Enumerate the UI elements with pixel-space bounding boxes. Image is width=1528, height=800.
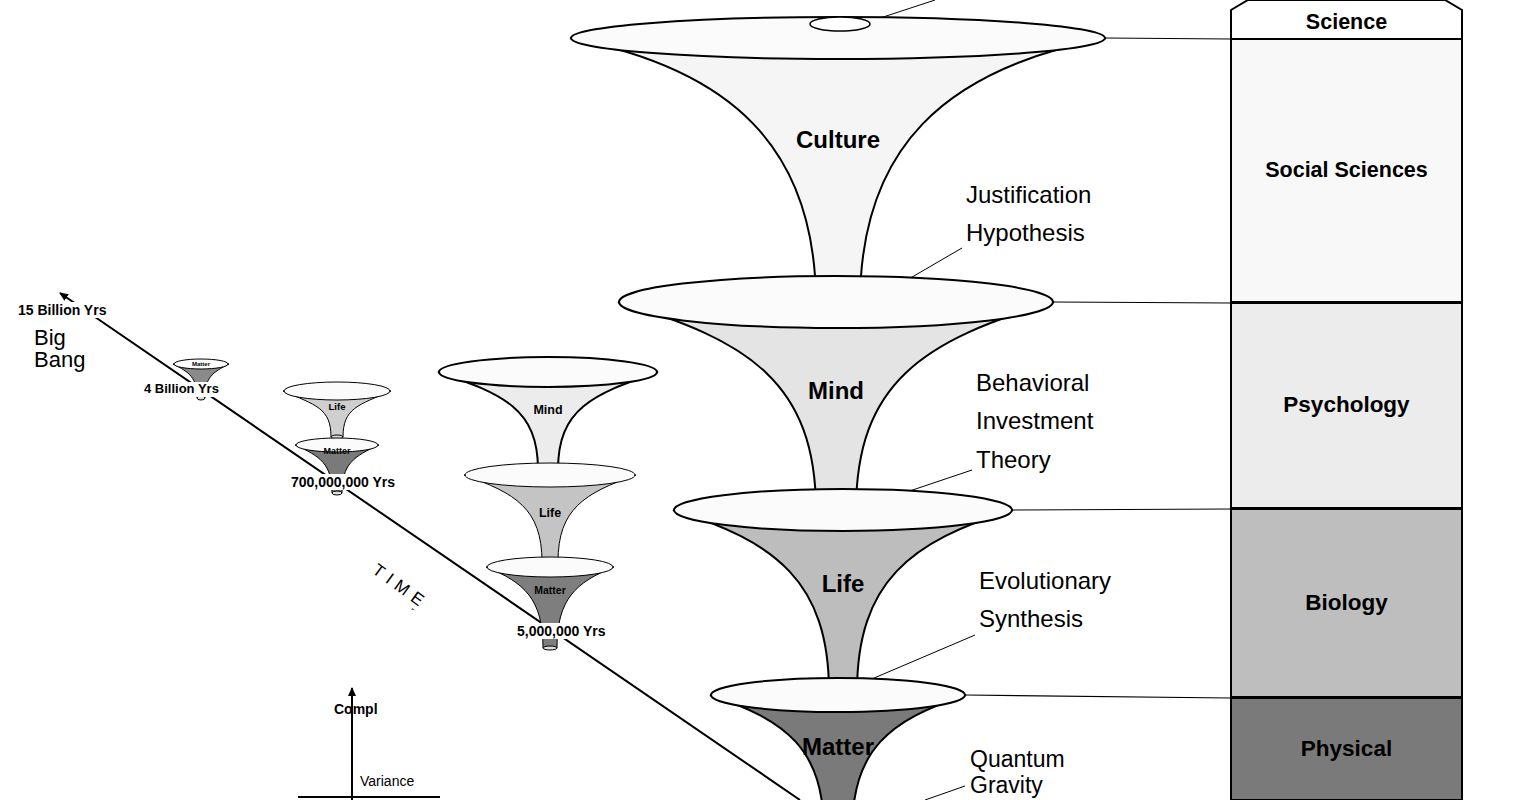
funnel-node: Life: [283, 381, 391, 441]
band-rect: [1231, 509, 1462, 697]
rim-connector: [966, 695, 1230, 698]
node-label: Life: [464, 506, 636, 520]
axis: [298, 796, 440, 798]
annotation-label: Justification Hypothesis: [966, 176, 1141, 253]
node-shape: [570, 16, 1106, 308]
funnel-node: Life: [673, 488, 1013, 696]
funnel-rim: [571, 17, 1105, 59]
funnel-body: [570, 38, 1106, 304]
funnel-stem: [543, 646, 557, 650]
science-band: Psychology: [1230, 302, 1463, 508]
annotation-label: 700,000,000 Yrs: [289, 474, 397, 490]
rim-connector: [1013, 509, 1230, 510]
node-label: Mind: [438, 403, 658, 417]
annotation-label: 15 Billion Yrs: [16, 302, 108, 318]
annotation-label: Big Bang: [34, 327, 104, 371]
funnel-body: [673, 510, 1013, 692]
funnel-node: Mind: [438, 356, 658, 474]
funnel-body: [486, 567, 614, 648]
axis: [351, 688, 353, 800]
annotation-label: Compl: [334, 702, 348, 717]
node-label: Life: [673, 570, 1013, 598]
funnel-rim: [711, 678, 965, 712]
annotation-label: Variance: [360, 773, 414, 789]
funnel-rim: [284, 382, 390, 400]
band-roof: [1231, 0, 1462, 38]
funnel-body: [618, 302, 1054, 511]
funnel-rim: [174, 359, 228, 369]
node-label: Culture: [570, 126, 1106, 154]
band-rect: [1231, 698, 1462, 800]
science-band: Social Sciences: [1230, 38, 1463, 302]
node-label: Biology: [1230, 590, 1463, 616]
funnel-rim: [674, 489, 1012, 531]
rim-connector: [1106, 38, 1230, 39]
funnel-stem: [332, 491, 342, 495]
node-label: Physical: [1230, 736, 1463, 762]
funnel-rim: [465, 463, 635, 487]
node-label: Social Sciences: [1230, 158, 1463, 183]
band-rect: [1231, 303, 1462, 508]
funnel-body: [464, 475, 636, 562]
node-label: Matter: [295, 446, 379, 456]
leader-line: [925, 786, 965, 800]
band-rect: [1231, 39, 1462, 302]
funnel-rim: [487, 557, 613, 577]
node-label: Life: [283, 401, 391, 412]
funnel-node: Culture: [570, 16, 1106, 308]
annotation-label: Behavioral Investment Theory: [976, 364, 1126, 479]
annotation-label: Quantum Gravity: [970, 746, 1090, 799]
rim-connector: [1054, 302, 1230, 303]
funnel-rim: [439, 357, 657, 387]
annotation-label: TIME: [369, 560, 433, 614]
funnel-rim: [619, 276, 1053, 328]
node-label: Matter: [710, 733, 966, 761]
science-band: Biology: [1230, 508, 1463, 697]
time-line: [60, 293, 800, 800]
funnel-node: Matter: [710, 677, 966, 800]
top-opening: [810, 17, 870, 31]
annotation-label: 4 Billion Yrs: [142, 382, 221, 397]
node-label: Matter: [173, 361, 229, 367]
science-band: Physical: [1230, 697, 1463, 800]
annotation-label: 5,000,000 Yrs: [515, 623, 608, 639]
funnel-node: Life: [464, 462, 636, 566]
node-label: Science: [1230, 10, 1463, 35]
science-band: Science: [1230, 0, 1463, 38]
node-label: Matter: [486, 584, 614, 596]
node-label: Psychology: [1230, 392, 1463, 418]
annotation-label: Evolutionary Synthesis: [979, 562, 1149, 639]
